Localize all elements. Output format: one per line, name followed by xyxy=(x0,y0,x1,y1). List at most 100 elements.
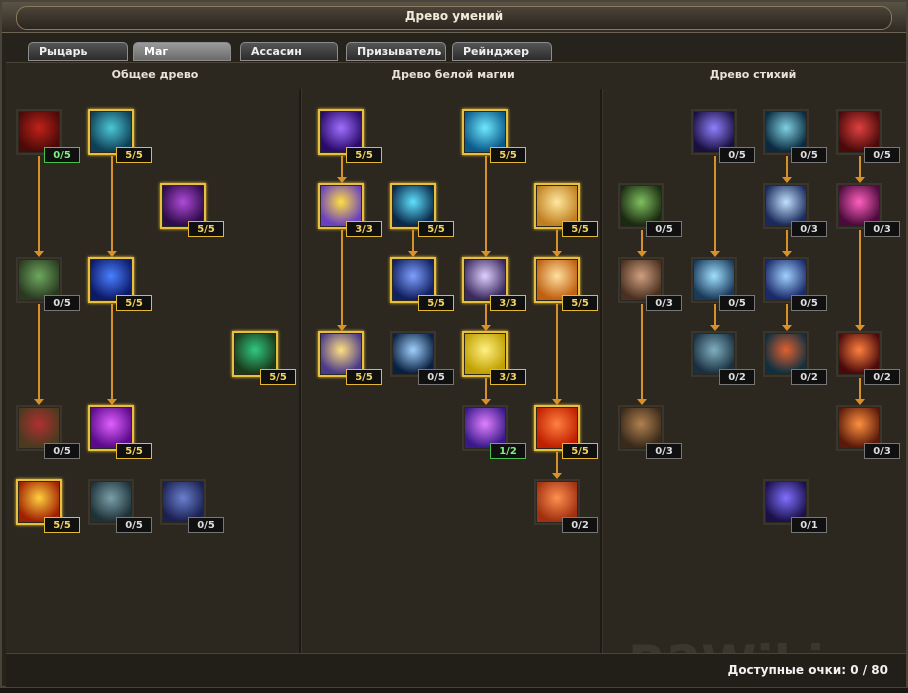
connector-arrow xyxy=(34,304,44,405)
title-bar-frame xyxy=(16,6,892,30)
skill-art-icon xyxy=(163,482,203,522)
connector-arrow xyxy=(481,304,491,331)
skill-level-badge: 0/5 xyxy=(44,295,80,311)
skill-icon[interactable]: 0/5 xyxy=(618,183,682,237)
skill-icon[interactable]: 0/3 xyxy=(618,257,682,311)
skill-icon[interactable]: 5/5 xyxy=(534,405,598,459)
skill-icon[interactable]: 0/5 xyxy=(836,109,900,163)
window-title: Древо умений xyxy=(404,9,504,23)
skill-art-icon xyxy=(621,260,661,300)
skill-level-badge: 0/5 xyxy=(719,295,755,311)
tree-title-elements: Древо стихий xyxy=(709,68,797,81)
skill-level-badge: 5/5 xyxy=(346,369,382,385)
skill-icon[interactable]: 0/5 xyxy=(16,257,80,311)
skill-icon[interactable]: 5/5 xyxy=(390,183,454,237)
skill-icon[interactable]: 3/3 xyxy=(318,183,382,237)
skill-icon[interactable]: 0/5 xyxy=(88,479,152,533)
skill-icon[interactable]: 5/5 xyxy=(16,479,80,533)
skill-icon[interactable]: 0/5 xyxy=(160,479,224,533)
skill-level-badge: 5/5 xyxy=(562,443,598,459)
skill-level-badge: 3/3 xyxy=(490,369,526,385)
skill-art-icon xyxy=(839,112,879,152)
skill-icon[interactable]: 5/5 xyxy=(318,109,382,163)
connector-arrow xyxy=(710,156,720,257)
column-divider xyxy=(299,89,302,653)
skill-icon[interactable]: 3/3 xyxy=(462,257,526,311)
tab-assassin[interactable]: Ассасин xyxy=(240,42,338,61)
skill-art-icon xyxy=(839,334,879,374)
skill-icon[interactable]: 5/5 xyxy=(88,405,152,459)
skill-icon[interactable]: 5/5 xyxy=(88,109,152,163)
skill-icon[interactable]: 1/2 xyxy=(462,405,526,459)
skill-art-icon xyxy=(766,260,806,300)
skill-level-badge: 5/5 xyxy=(260,369,296,385)
column-divider xyxy=(600,89,603,653)
connector-arrow xyxy=(855,230,865,331)
tab-mage[interactable]: Маг xyxy=(133,42,231,61)
skill-level-badge: 5/5 xyxy=(562,295,598,311)
skill-icon[interactable]: 0/3 xyxy=(763,183,827,237)
tab-knight[interactable]: Рыцарь xyxy=(28,42,128,61)
skill-level-badge: 0/1 xyxy=(791,517,827,533)
tree-title-white-magic: Древо белой магии xyxy=(391,68,515,81)
skill-icon[interactable]: 0/5 xyxy=(763,109,827,163)
skill-level-badge: 0/5 xyxy=(44,443,80,459)
skill-icon[interactable]: 0/1 xyxy=(763,479,827,533)
skill-art-icon xyxy=(621,186,661,226)
skill-icon[interactable]: 0/3 xyxy=(836,183,900,237)
skill-art-icon xyxy=(321,334,361,374)
connector-arrow xyxy=(637,230,647,257)
skill-icon[interactable]: 0/5 xyxy=(16,405,80,459)
skill-icon[interactable]: 0/2 xyxy=(763,331,827,385)
skill-level-badge: 5/5 xyxy=(346,147,382,163)
tab-ranger[interactable]: Рейнджер xyxy=(452,42,552,61)
skill-art-icon xyxy=(91,408,131,448)
skill-level-badge: 5/5 xyxy=(490,147,526,163)
skill-art-icon xyxy=(465,112,505,152)
skill-icon[interactable]: 5/5 xyxy=(462,109,526,163)
skill-level-badge: 5/5 xyxy=(116,443,152,459)
skill-icon[interactable]: 0/5 xyxy=(16,109,80,163)
skill-icon[interactable]: 3/3 xyxy=(462,331,526,385)
skill-level-badge: 5/5 xyxy=(44,517,80,533)
skill-level-badge: 5/5 xyxy=(418,295,454,311)
skill-level-badge: 0/5 xyxy=(719,147,755,163)
skill-icon[interactable]: 5/5 xyxy=(534,183,598,237)
title-bar: Древо умений xyxy=(2,2,906,33)
skill-icon[interactable]: 0/5 xyxy=(691,109,755,163)
skill-art-icon xyxy=(839,408,879,448)
skill-icon[interactable]: 0/2 xyxy=(534,479,598,533)
skill-level-badge: 0/5 xyxy=(791,147,827,163)
skill-art-icon xyxy=(393,260,433,300)
skill-art-icon xyxy=(621,408,661,448)
skill-level-badge: 0/5 xyxy=(646,221,682,237)
skill-icon[interactable]: 5/5 xyxy=(88,257,152,311)
skill-icon[interactable]: 0/3 xyxy=(618,405,682,459)
skill-icon[interactable]: 5/5 xyxy=(160,183,224,237)
connector-arrow xyxy=(710,304,720,331)
skill-level-badge: 3/3 xyxy=(490,295,526,311)
tab-summoner[interactable]: Призыватель xyxy=(346,42,446,61)
skill-icon[interactable]: 0/2 xyxy=(691,331,755,385)
available-points: Доступные очки: 0 / 80 xyxy=(727,663,888,677)
tree-title-general: Общее древо xyxy=(111,68,199,81)
skill-icon[interactable]: 0/5 xyxy=(763,257,827,311)
skill-icon[interactable]: 5/5 xyxy=(534,257,598,311)
connector-arrow xyxy=(337,156,347,183)
skill-icon[interactable]: 0/5 xyxy=(390,331,454,385)
skill-level-badge: 0/5 xyxy=(791,295,827,311)
skill-icon[interactable]: 0/2 xyxy=(836,331,900,385)
skill-icon[interactable]: 5/5 xyxy=(390,257,454,311)
skill-level-badge: 0/5 xyxy=(116,517,152,533)
skill-level-badge: 0/2 xyxy=(719,369,755,385)
skill-level-badge: 0/2 xyxy=(791,369,827,385)
skill-art-icon xyxy=(393,186,433,226)
skill-art-icon xyxy=(321,186,361,226)
connector-arrow xyxy=(782,304,792,331)
skill-icon[interactable]: 0/3 xyxy=(836,405,900,459)
skill-icon[interactable]: 5/5 xyxy=(318,331,382,385)
skill-icon[interactable]: 5/5 xyxy=(232,331,296,385)
skill-icon[interactable]: 0/5 xyxy=(691,257,755,311)
connector-arrow xyxy=(107,156,117,257)
